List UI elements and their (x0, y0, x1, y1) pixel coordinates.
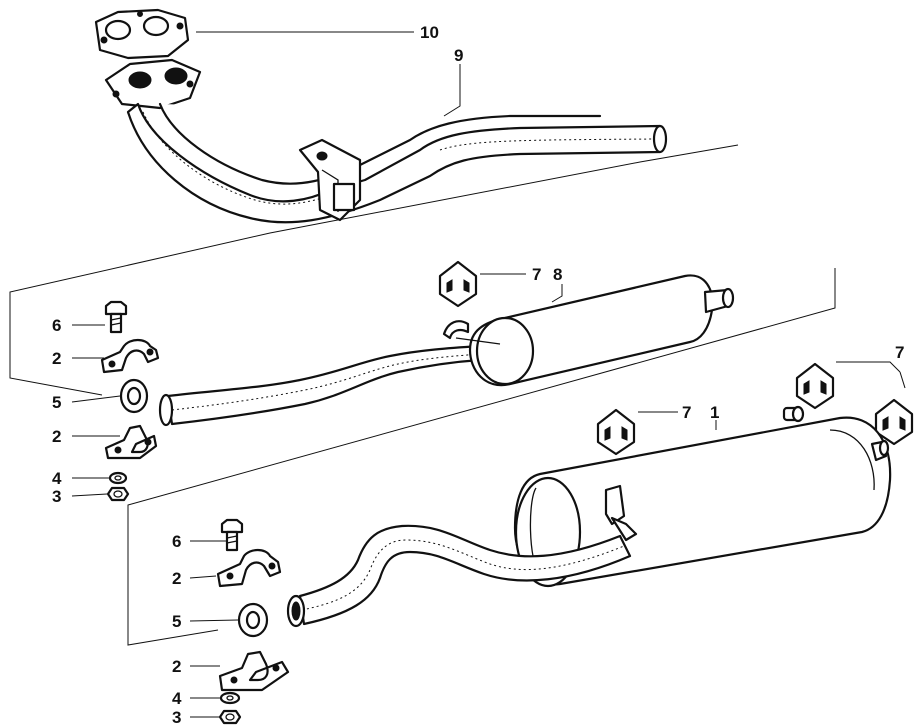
callout-2-upper-bottom: 2 (52, 427, 61, 446)
callout-5-upper: 5 (52, 393, 61, 412)
leader-lines (71, 31, 906, 718)
clamp-top-upper (100, 338, 160, 374)
assembly-frame-lines (9, 144, 836, 646)
callout-1: 1 (710, 403, 719, 422)
washer-upper (108, 471, 128, 485)
callout-5-lower: 5 (172, 612, 181, 631)
callout-4-lower: 4 (172, 689, 182, 708)
callout-3-lower: 3 (172, 708, 181, 727)
nut-upper (106, 486, 130, 502)
callout-10: 10 (420, 23, 439, 42)
front-pipe (104, 58, 668, 224)
rear-muffler (286, 405, 892, 628)
nut-lower (218, 709, 242, 725)
callout-2-lower-top: 2 (172, 569, 181, 588)
washer-lower (219, 691, 241, 705)
clamp-bottom-upper (104, 424, 158, 460)
callout-4-upper: 4 (52, 469, 62, 488)
callout-7-rear-pair: 7 (895, 343, 904, 362)
callout-7-middle: 7 (532, 265, 541, 284)
callout-9: 9 (454, 46, 463, 65)
callout-labels: 10 9 7 8 7 7 1 6 2 5 2 4 3 6 2 5 2 4 3 (52, 23, 904, 727)
clamp-bottom-lower (218, 650, 290, 692)
clamp-top-lower (216, 548, 282, 588)
callout-3-upper: 3 (52, 487, 61, 506)
callout-8: 8 (553, 265, 562, 284)
bolt-lower (220, 518, 244, 552)
callout-7-rear-single: 7 (682, 403, 691, 422)
callout-2-upper-top: 2 (52, 349, 61, 368)
middle-muffler (158, 274, 735, 427)
ring-upper (119, 378, 149, 414)
callout-6-upper: 6 (52, 316, 61, 335)
front-pipe-gasket (94, 8, 190, 60)
callout-2-lower-bottom: 2 (172, 657, 181, 676)
middle-mount-rubber (438, 260, 478, 308)
ring-lower (237, 602, 269, 638)
callout-6-lower: 6 (172, 532, 181, 551)
bolt-upper (104, 300, 128, 334)
rear-mount-rubbers (596, 362, 914, 456)
